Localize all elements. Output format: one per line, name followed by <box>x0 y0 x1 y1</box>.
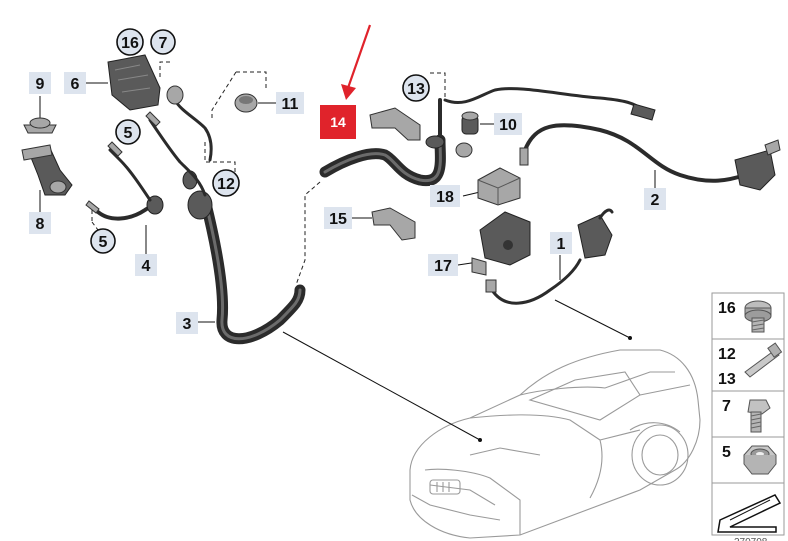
cable-tie-icon <box>744 342 783 378</box>
return-arrow-icon <box>717 494 782 533</box>
label-14-highlight <box>320 105 356 139</box>
label-17-bg <box>428 254 458 276</box>
label-17: 17 <box>434 258 452 275</box>
label-10-bg <box>494 113 522 135</box>
part-6-distribution-box <box>107 54 161 111</box>
label-16-bg <box>116 28 144 56</box>
label-5a: 5 <box>124 125 133 142</box>
label-5b: 5 <box>99 234 108 251</box>
label-9: 9 <box>36 76 45 93</box>
label-2: 2 <box>651 192 660 209</box>
label-13-bg <box>402 74 430 102</box>
label-4: 4 <box>142 258 151 275</box>
label-18-bg <box>430 185 460 207</box>
cable-1 <box>485 208 614 305</box>
label-3-bg <box>176 312 198 334</box>
red-arrow-icon <box>341 24 372 100</box>
car-outline <box>409 349 701 539</box>
label-12: 12 <box>217 176 235 193</box>
part-10-grommet <box>461 111 479 135</box>
diagram-number: 270708 <box>734 537 768 541</box>
part-11-grommet <box>234 93 258 113</box>
label-15-bg <box>324 207 352 229</box>
label-15: 15 <box>329 211 347 228</box>
label-4-bg <box>135 254 157 276</box>
cable-4 <box>85 141 164 221</box>
label-2-bg <box>644 188 666 210</box>
label-9-bg <box>29 72 51 94</box>
part-15-bracket <box>371 207 416 241</box>
label-16: 16 <box>121 35 139 52</box>
label-1: 1 <box>557 236 566 253</box>
label-5b-bg <box>90 228 116 254</box>
part-13-cable-end <box>425 98 473 158</box>
legend-label-12: 12 <box>718 346 736 363</box>
label-14: 14 <box>330 114 346 130</box>
label-1-bg <box>550 232 572 254</box>
cable-3 <box>182 134 446 345</box>
callouts: 1 2 3 4 5 5 6 7 16 8 9 10 11 <box>29 28 666 334</box>
label-6-bg <box>64 72 86 94</box>
label-12-bg <box>212 169 240 197</box>
label-13: 13 <box>407 81 425 98</box>
dashed-guides <box>91 61 446 286</box>
part-8-terminal <box>21 144 73 196</box>
label-18: 18 <box>436 189 454 206</box>
nut-icon <box>743 445 777 475</box>
label-11: 11 <box>282 96 299 113</box>
legend-box-7 <box>711 390 785 438</box>
label-3: 3 <box>183 316 192 333</box>
cable-5-12 <box>145 85 213 197</box>
label-11-bg <box>276 92 304 114</box>
legend-label-5: 5 <box>722 444 731 461</box>
legend-label-16: 16 <box>718 300 736 317</box>
bolt-icon <box>747 399 771 433</box>
cable-2 <box>443 87 781 191</box>
label-8: 8 <box>36 216 45 233</box>
part-18-cover <box>477 167 521 206</box>
hardware-legend: 16 12 13 7 5 <box>711 292 785 536</box>
label-7-bg <box>150 29 176 55</box>
part-9-cap <box>23 117 57 134</box>
label-8-bg <box>29 212 51 234</box>
label-10: 10 <box>499 117 517 134</box>
label-6: 6 <box>71 76 80 93</box>
label-7: 7 <box>159 35 168 52</box>
part-17-safety-terminal <box>471 211 531 276</box>
part-14-bracket <box>369 107 421 141</box>
label-5a-bg <box>115 119 141 145</box>
legend-label-7: 7 <box>722 398 731 415</box>
screw-icon <box>744 300 772 333</box>
legend-label-13: 13 <box>718 371 736 388</box>
